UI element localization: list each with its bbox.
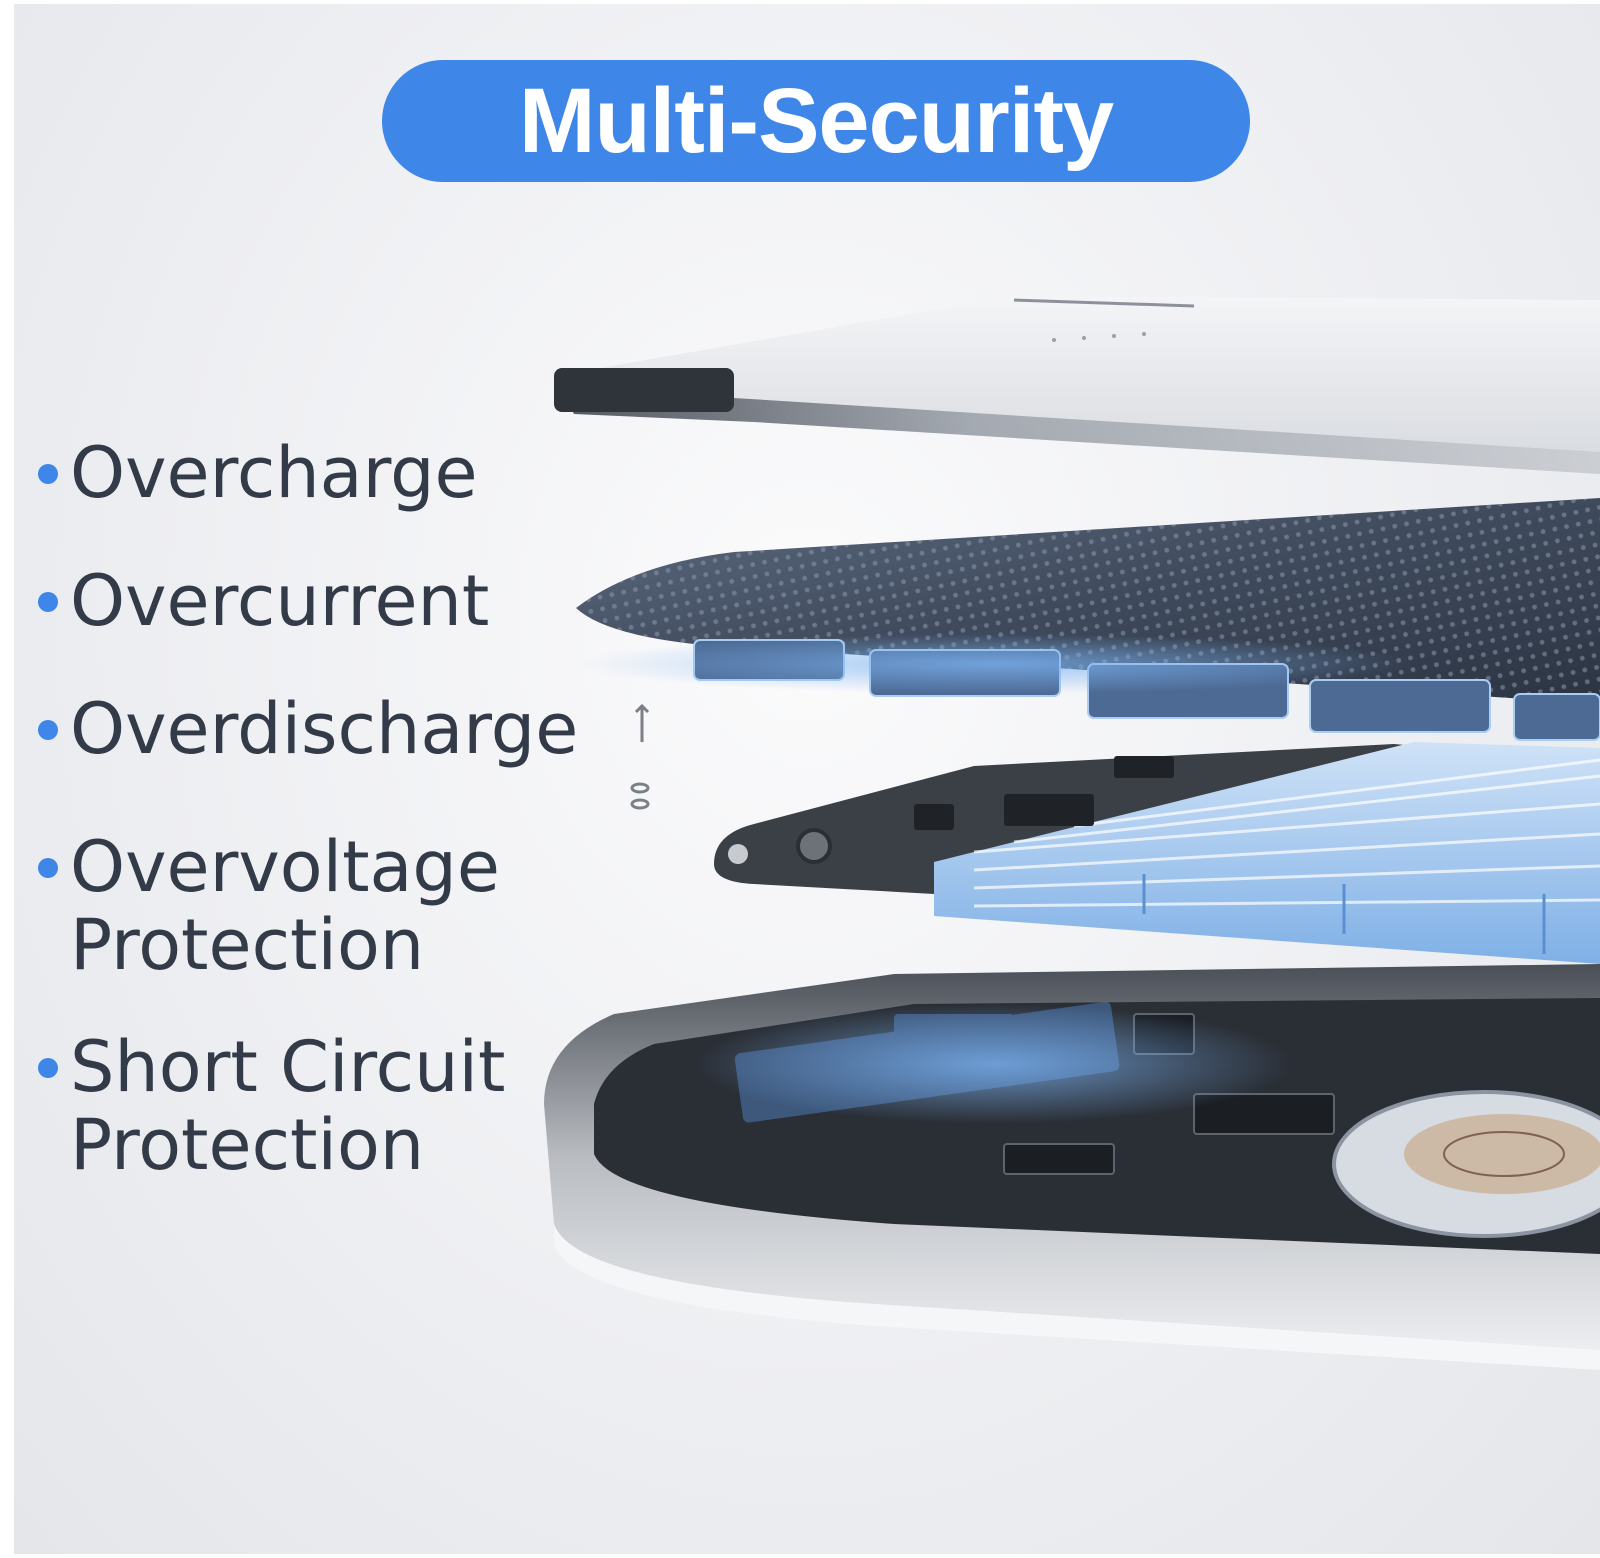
feature-label: Overcharge: [70, 432, 478, 514]
feature-overcurrent: Overcurrent: [38, 562, 489, 640]
feature-text: Short Circuit Protection: [70, 1028, 505, 1184]
feature-overcharge: Overcharge: [38, 434, 478, 512]
page-title: Multi-Security: [518, 70, 1114, 172]
bullet-icon: [38, 1058, 58, 1078]
feature-label: Short Circuit: [70, 1026, 506, 1108]
feature-overvoltage: Overvoltage Protection: [38, 828, 500, 984]
bullet-icon: [38, 858, 58, 878]
bullet-icon: [38, 592, 58, 612]
bullet-icon: [38, 720, 58, 740]
feature-label-line2: Protection: [70, 1104, 425, 1186]
title-badge: Multi-Security: [382, 60, 1250, 182]
exploded-device-illustration: [544, 296, 1600, 1370]
feature-overdischarge: Overdischarge: [38, 690, 578, 768]
feature-short-circuit: Short Circuit Protection: [38, 1028, 505, 1184]
feature-label: Overdischarge: [70, 688, 579, 770]
product-banner: Multi-Security Overcharge Overcurrent Ov…: [14, 4, 1600, 1554]
bullet-icon: [38, 464, 58, 484]
feature-label: Overcurrent: [70, 560, 490, 642]
feature-label: Overvoltage: [70, 826, 500, 908]
feature-text: Overvoltage Protection: [70, 828, 500, 984]
feature-label-line2: Protection: [70, 904, 425, 986]
